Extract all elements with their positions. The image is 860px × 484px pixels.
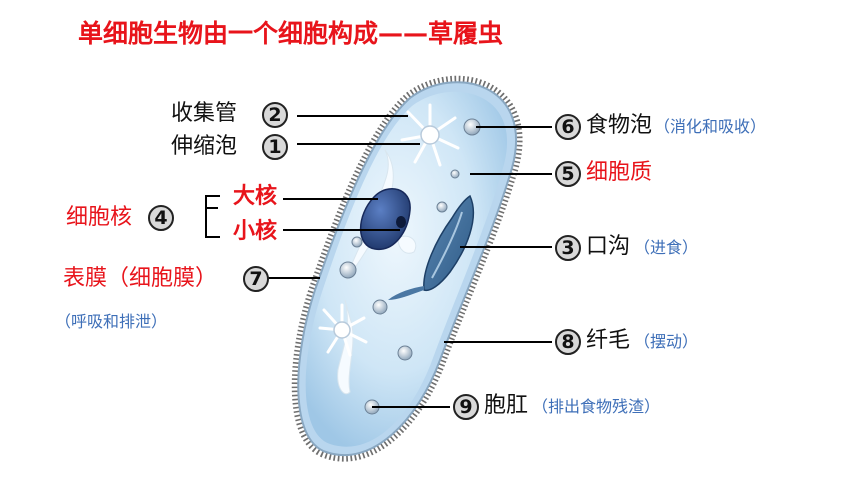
- label-contractile-vacuole-number: 1: [262, 134, 288, 160]
- label-cytoplasm-number: 5: [555, 161, 581, 187]
- label-anal-pore-note: （排出食物残渣）: [532, 397, 661, 416]
- label-micronucleus-text: 小核: [233, 219, 278, 244]
- label-membrane-text: 表膜（细胞膜）: [63, 266, 218, 291]
- label-anal-pore-number: 9: [453, 394, 479, 420]
- label-anal-pore-text: 胞肛: [484, 393, 529, 418]
- label-contractile-vacuole-text: 伸缩泡: [171, 134, 238, 159]
- micronucleus: [396, 216, 406, 228]
- cytoplasm-area: [305, 91, 508, 447]
- label-oral-groove-note: （进食）: [634, 238, 699, 257]
- label-membrane-number: 7: [243, 266, 269, 292]
- label-food-vacuole-text: 食物泡: [586, 113, 653, 138]
- page-title: 单细胞生物由一个细胞构成——草履虫: [78, 19, 504, 48]
- leader-lines: [205, 115, 552, 408]
- contractile-vacuole-upper: [400, 103, 460, 167]
- label-food-vacuole-number: 6: [555, 114, 581, 140]
- label-macronucleus-text: 大核: [233, 184, 278, 209]
- food-vacuoles: [339, 118, 481, 415]
- label-nucleus-number: 4: [148, 205, 174, 231]
- label-oral-groove-number: 3: [555, 235, 581, 261]
- label-cilia-text: 纤毛: [586, 328, 631, 353]
- label-oral-groove-text: 口沟: [586, 234, 631, 259]
- oral-groove: [388, 194, 475, 300]
- label-contractile-canal-number: 2: [262, 102, 288, 128]
- label-food-vacuole-note: （消化和吸收）: [654, 117, 767, 136]
- label-membrane-note: （呼吸和排泄）: [55, 312, 168, 331]
- label-cilia-note: （摆动）: [634, 332, 699, 351]
- label-cilia-number: 8: [555, 329, 581, 355]
- label-cytoplasm-text: 细胞质: [586, 160, 653, 185]
- contractile-vacuole-lower: [318, 303, 368, 357]
- label-nucleus-text: 细胞核: [66, 205, 133, 230]
- label-contractile-canal-text: 收集管: [171, 101, 238, 126]
- macronucleus: [360, 188, 411, 250]
